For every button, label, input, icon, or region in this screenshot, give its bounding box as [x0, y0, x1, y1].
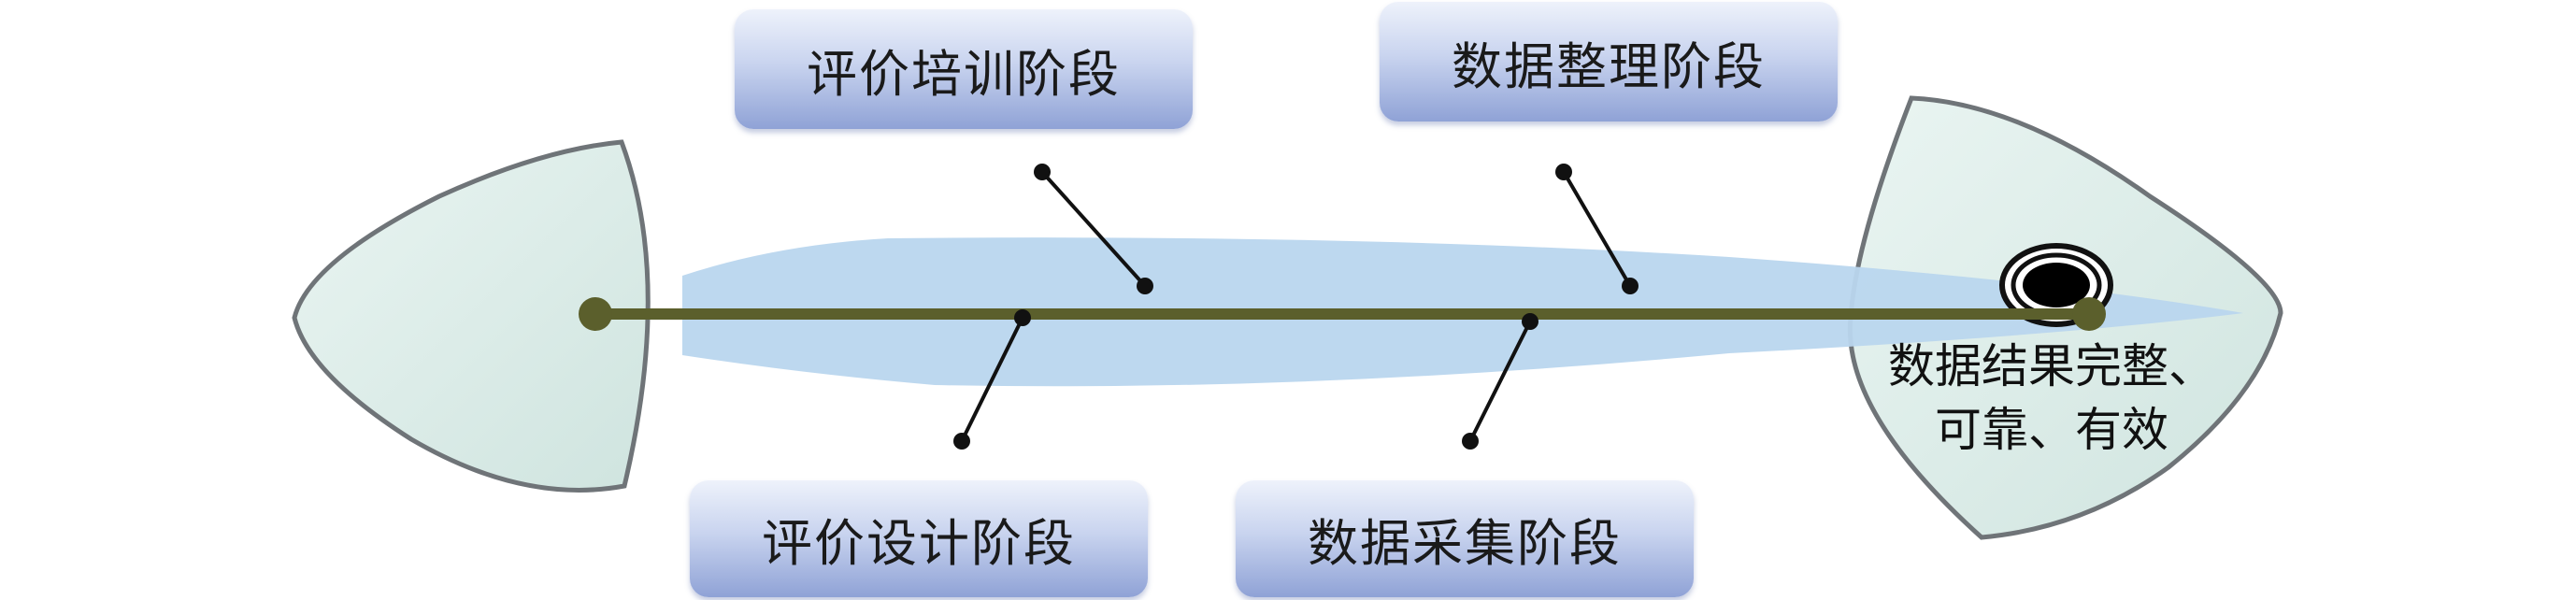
result-label: 数据结果完整、 可靠、有效: [1855, 335, 2248, 462]
spine-start-dot: [579, 297, 612, 331]
spine-end-dot: [2072, 297, 2106, 331]
stage-label-data-collection: 数据采集阶段: [1308, 514, 1622, 573]
result-label-line-1: 数据结果完整、: [1888, 339, 2215, 393]
stage-label-data-organization: 数据整理阶段: [1452, 36, 1766, 96]
stage-box-data-organization: 数据整理阶段: [1380, 2, 1838, 121]
stage-label-evaluation-design: 评价设计阶段: [762, 514, 1076, 573]
stage-box-data-collection: 数据采集阶段: [1236, 480, 1694, 597]
result-label-line-2: 可靠、有效: [1935, 403, 2168, 457]
fish-tail-fin: [292, 139, 651, 493]
bone-bottom-left: [953, 309, 1031, 450]
stage-label-evaluation-training: 评价培训阶段: [807, 44, 1121, 104]
stage-box-evaluation-training: 评价培训阶段: [735, 9, 1193, 129]
bone-top-left: [1034, 164, 1153, 294]
stage-box-evaluation-design: 评价设计阶段: [690, 480, 1148, 597]
fish-eye: [1999, 243, 2113, 327]
bone-top-right: [1555, 164, 1639, 294]
bone-bottom-right: [1462, 313, 1538, 450]
